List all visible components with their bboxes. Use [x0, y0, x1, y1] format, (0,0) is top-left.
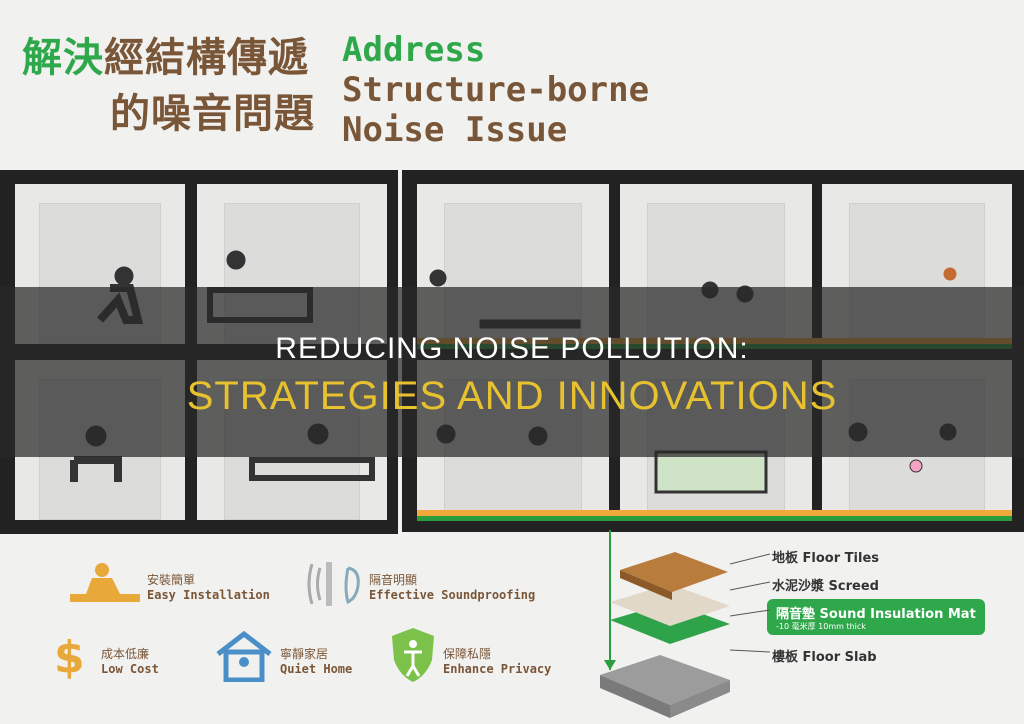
layer-sound-insulation-mat: 隔音墊 Sound Insulation Mat — [776, 607, 976, 622]
svg-text:$: $ — [54, 632, 85, 680]
feature-label-en: Quiet Home — [280, 662, 353, 676]
mat-highlight-box — [767, 599, 985, 635]
feature-low-cost: 成本低廉 Low Cost — [101, 647, 159, 677]
banner-heading: REDUCING NOISE POLLUTION: — [275, 332, 749, 365]
feature-quiet-home: 寧靜家居 Quiet Home — [280, 647, 352, 677]
feature-label-cn: 寧靜家居 — [280, 647, 329, 661]
layer-mat-thickness: -10 毫米厚 10mm thick — [776, 622, 866, 631]
home-icon — [214, 630, 274, 683]
feature-label-cn: 成本低廉 — [101, 647, 150, 661]
title-english: Address Structure-borne Noise Issue — [342, 30, 649, 150]
banner-subheading: STRATEGIES AND INNOVATIONS — [186, 374, 838, 418]
feature-label-en: Effective Soundproofing — [369, 588, 536, 602]
feature-label-en: Low Cost — [101, 662, 159, 676]
layer-screed: 水泥沙漿 Screed — [772, 579, 879, 594]
soundproofing-icon — [304, 558, 364, 610]
feature-label-cn: 保障私隱 — [443, 647, 492, 661]
easy-installation-icon — [68, 560, 142, 606]
dollar-icon: $ — [50, 630, 96, 683]
title-english-line3: Noise Issue — [342, 110, 568, 150]
feature-label-cn: 安裝簡單 — [147, 573, 196, 587]
title-banner — [0, 287, 1024, 457]
layer-leader-lines — [730, 553, 771, 653]
floor-line-lower — [417, 510, 1012, 516]
title-chinese-line2: 的噪音問題 — [110, 91, 315, 137]
layer-floor-slab: 樓板 Floor Slab — [772, 650, 877, 665]
shield-icon — [390, 626, 436, 684]
feature-easy-installation: 安裝簡單 Easy Installation — [147, 573, 270, 603]
feature-effective-soundproofing: 隔音明顯 Effective Soundproofing — [369, 573, 535, 603]
feature-enhance-privacy: 保障私隱 Enhance Privacy — [443, 647, 551, 677]
title-chinese-highlight: 解決 — [22, 35, 104, 81]
feature-label-cn: 隔音明顯 — [369, 573, 418, 587]
feature-label-en: Easy Installation — [147, 588, 270, 602]
floor-layers-diagram — [600, 530, 730, 718]
title-chinese: 解決經結構傳遞 的噪音問題 — [22, 30, 315, 142]
mat-line-lower — [417, 516, 1012, 521]
title-chinese-line1: 經結構傳遞 — [104, 35, 309, 81]
title-english-line1: Address — [342, 30, 486, 70]
title-english-line2: Structure-borne — [342, 70, 650, 110]
feature-label-en: Enhance Privacy — [443, 662, 552, 676]
layer-floor-tiles: 地板 Floor Tiles — [772, 551, 879, 566]
